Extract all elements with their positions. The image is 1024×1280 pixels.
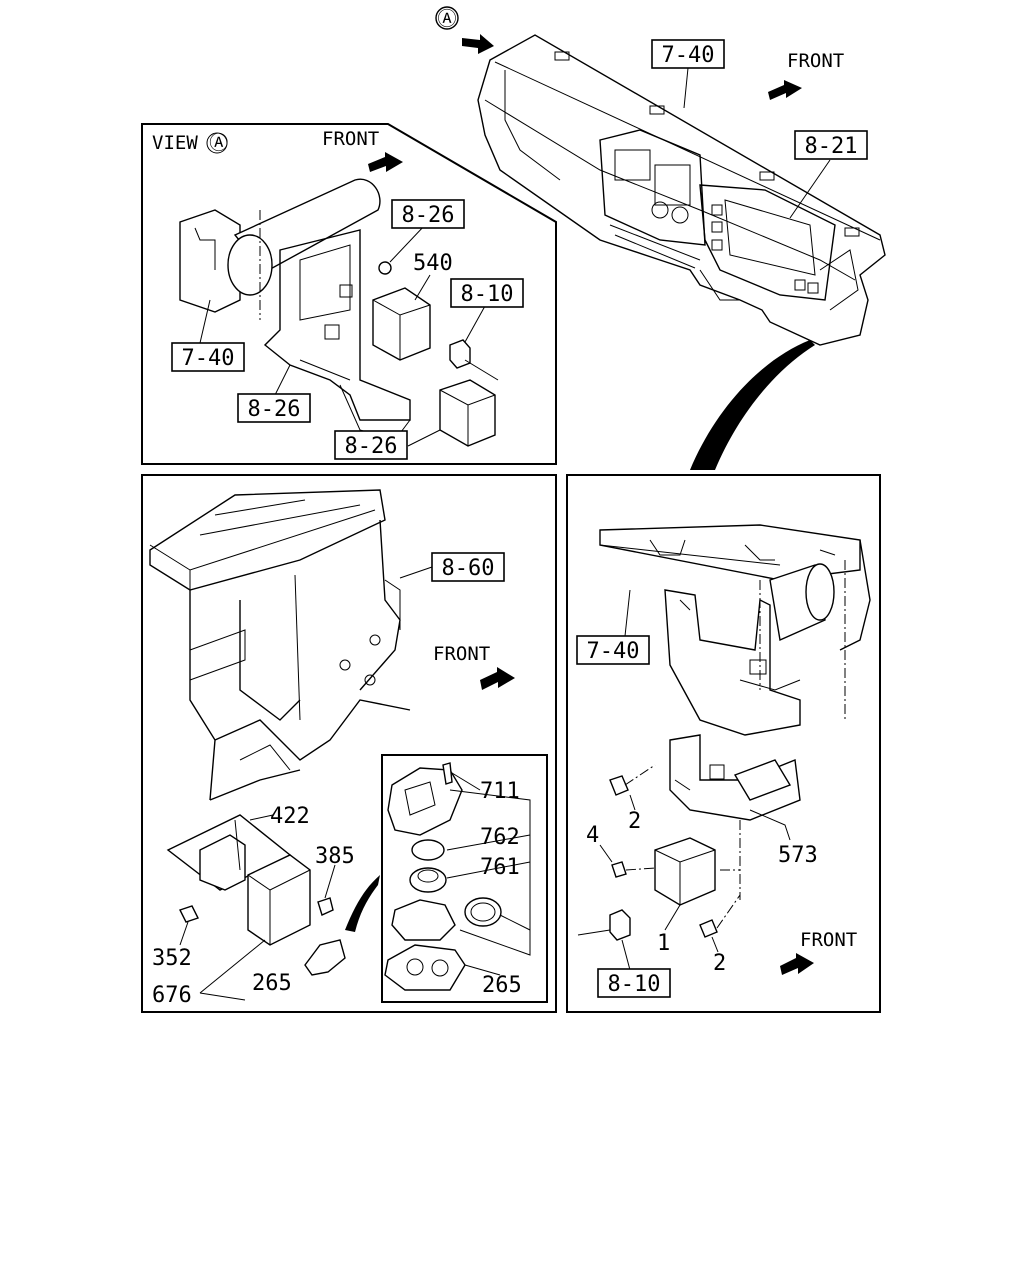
ref-8-21: 8-21 <box>805 134 858 159</box>
ref-8-26-b-box <box>237 393 311 423</box>
ref-8-60: 8-60 <box>442 556 495 581</box>
ref-8-21-box <box>794 130 868 160</box>
front-arrow-right <box>780 953 814 975</box>
ref-8-60-box <box>431 552 505 582</box>
ref-7-40-right: 7-40 <box>587 639 640 664</box>
ref-7-40-view-a-box <box>171 342 245 372</box>
front-arrow-top <box>768 80 802 100</box>
front-label-heater: FRONT <box>433 643 490 665</box>
part-761: 761 <box>480 855 520 880</box>
ref-8-10-view-a-box <box>450 278 524 308</box>
part-422: 422 <box>270 804 310 829</box>
dashboard-assembly: Ⓐ 7-40 8-21 FRO <box>435 6 886 470</box>
view-direction-arrow <box>462 34 494 54</box>
ref-8-26-b: 8-26 <box>248 397 301 422</box>
ref-8-26-c-box <box>334 430 408 460</box>
ref-7-40-top-box <box>651 39 725 69</box>
bracket-relay-panel: 7-40 2 4 1 2 573 8-10 FRONT <box>566 474 881 1013</box>
view-marker-label: Ⓐ <box>437 8 456 30</box>
ref-8-26-a-box <box>391 199 465 229</box>
ref-8-10-right: 8-10 <box>608 972 661 997</box>
view-a-panel: VIEW Ⓐ FRONT <box>141 123 557 465</box>
part-573: 573 <box>778 843 818 868</box>
part-711: 711 <box>480 779 520 804</box>
ref-8-10-view-a: 8-10 <box>461 282 514 307</box>
part-265-a: 265 <box>252 971 292 996</box>
pointer-curve-key <box>345 875 380 932</box>
front-label-view-a: FRONT <box>322 128 379 150</box>
front-arrow-heater <box>480 667 515 690</box>
pointer-curve-top <box>690 340 815 470</box>
front-arrow-view-a <box>368 152 403 172</box>
part-385: 385 <box>315 844 355 869</box>
ref-8-26-a: 8-26 <box>402 203 455 228</box>
ref-7-40-right-box <box>576 635 650 665</box>
part-1: 1 <box>657 931 670 956</box>
ref-8-10-right-box <box>597 968 671 998</box>
part-762: 762 <box>480 825 520 850</box>
view-title: VIEW Ⓐ <box>152 132 228 154</box>
part-265-b: 265 <box>482 973 522 998</box>
part-676: 676 <box>152 983 192 1008</box>
ref-7-40-view-a: 7-40 <box>182 346 235 371</box>
part-2-b: 2 <box>713 951 726 976</box>
heater-unit-panel: 8-60 FRONT 422 385 352 676 265 <box>141 474 557 1013</box>
part-4: 4 <box>586 823 599 848</box>
ref-8-26-c: 8-26 <box>345 434 398 459</box>
part-352: 352 <box>152 946 192 971</box>
ref-7-40-top: 7-40 <box>662 43 715 68</box>
part-540: 540 <box>413 251 453 276</box>
front-label-right: FRONT <box>800 929 857 951</box>
front-label-top: FRONT <box>787 50 844 72</box>
part-2-a: 2 <box>628 809 641 834</box>
key-detail-box <box>381 754 548 1003</box>
